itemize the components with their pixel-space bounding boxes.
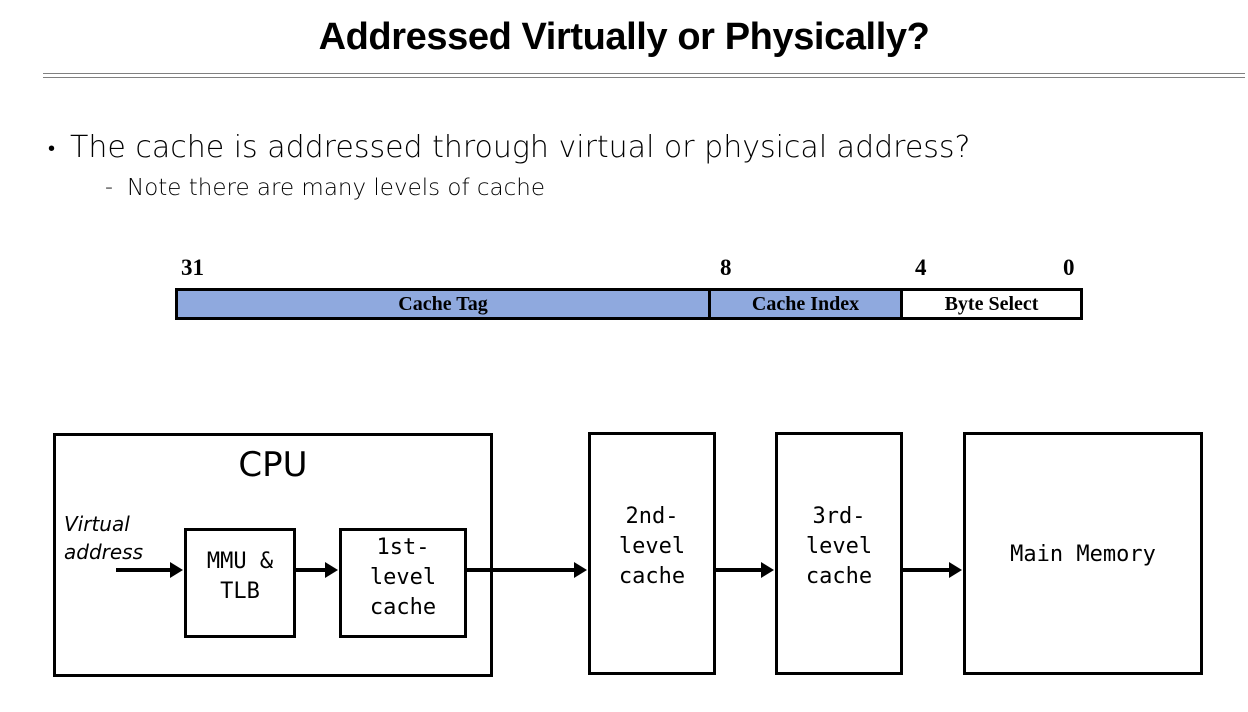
page-title: Addressed Virtually or Physically? xyxy=(318,16,930,58)
arrow-line-l3-to-memory xyxy=(903,568,949,572)
bullet-item-sub: - Note there are many levels of cache xyxy=(105,172,1198,204)
l2-cache-label: 2nd- level cache xyxy=(618,504,686,589)
bullet-text-sub: Note there are many levels of cache xyxy=(127,175,545,201)
arrow-head-l2-to-l3 xyxy=(761,562,774,578)
title-divider-line-top xyxy=(43,73,1245,74)
l1-cache-box xyxy=(339,528,467,638)
mmu-tlb-box xyxy=(184,528,296,638)
bullet-marker-dot: • xyxy=(48,136,56,160)
arrow-head-l3-to-memory xyxy=(949,562,962,578)
bullet-marker-dash: - xyxy=(105,175,113,200)
l3-cache-box xyxy=(775,432,903,675)
arrow-line-va-to-mmu xyxy=(116,568,170,572)
main-memory-box xyxy=(963,432,1203,675)
bit-label-8: 8 xyxy=(720,255,732,280)
arrow-line-l2-to-l3 xyxy=(716,568,761,572)
arrow-head-l1-to-l2 xyxy=(574,562,587,578)
bullet-text-primary: The cache is addressed through virtual o… xyxy=(70,130,971,165)
bit-label-4: 4 xyxy=(915,255,927,280)
bit-label-0: 0 xyxy=(1063,255,1075,280)
bullet-item-primary: • The cache is addressed through virtual… xyxy=(48,128,1198,168)
cpu-label: CPU xyxy=(238,445,308,485)
address-bitfield-diagram: 31 8 4 0 Cache Tag Cache Index Byte Sele… xyxy=(175,255,1085,330)
title-divider-line-bottom xyxy=(43,77,1245,78)
bitfield-cell-cache-tag: Cache Tag xyxy=(178,291,711,317)
l1-cache-label: 1st- level cache xyxy=(369,535,437,620)
arrow-head-mmu-to-l1 xyxy=(325,562,338,578)
virtual-address-label: Virtual address xyxy=(64,512,144,564)
title-divider-rule xyxy=(43,73,1245,78)
bitfield-box: Cache Tag Cache Index Byte Select xyxy=(175,288,1083,320)
l3-cache-label: 3rd- level cache xyxy=(805,504,873,589)
bitfield-cell-cache-index: Cache Index xyxy=(711,291,903,317)
l2-cache-box xyxy=(588,432,716,675)
arrow-line-l1-to-l2 xyxy=(467,568,574,572)
bit-label-31: 31 xyxy=(181,255,204,280)
mmu-tlb-label: MMU & TLB xyxy=(206,549,274,604)
arrow-line-mmu-to-l1 xyxy=(296,568,325,572)
cpu-boundary-box xyxy=(53,433,493,677)
bullet-list: • The cache is addressed through virtual… xyxy=(48,128,1198,204)
bitfield-cell-byte-select: Byte Select xyxy=(903,291,1080,317)
arrow-head-va-to-mmu xyxy=(170,562,183,578)
main-memory-label: Main Memory xyxy=(1010,542,1156,567)
